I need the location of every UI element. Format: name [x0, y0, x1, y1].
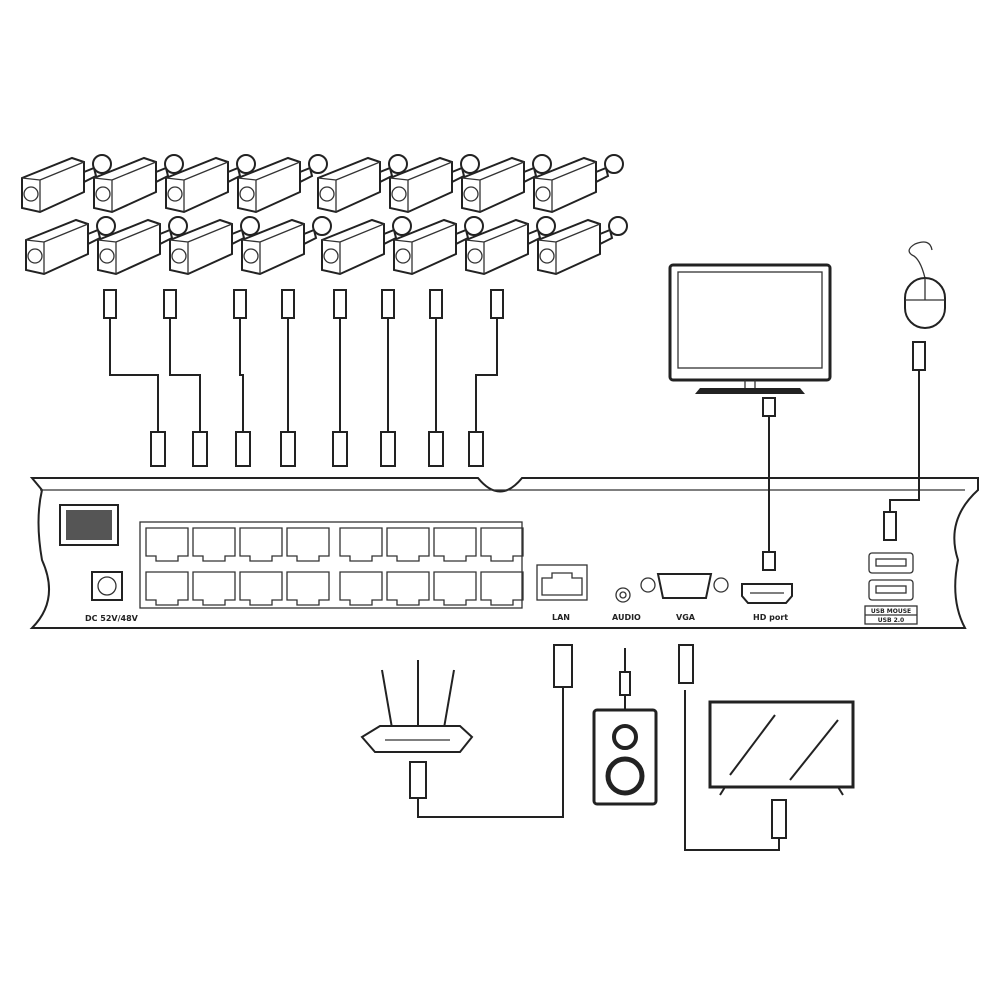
network-cable: [380, 289, 396, 467]
poe-port[interactable]: [339, 571, 383, 606]
power-label: DC 52V/48V: [85, 614, 139, 623]
poe-port[interactable]: [145, 527, 189, 562]
poe-port[interactable]: [192, 527, 236, 562]
poe-port[interactable]: [433, 571, 477, 606]
network-cable: [103, 289, 166, 467]
network-cable: [233, 289, 251, 467]
camera-icon: [97, 216, 188, 276]
lan-port[interactable]: [536, 564, 588, 601]
camera-cables: [103, 289, 504, 467]
camera-icon: [21, 154, 112, 214]
camera-icon: [393, 216, 484, 276]
poe-port[interactable]: [239, 571, 283, 606]
network-cable: [428, 289, 444, 467]
camera-icon: [537, 216, 628, 276]
nvr-rear-panel: DC 52V/48V LAN AUDIO VGA HD port USB MOU…: [29, 477, 979, 629]
hdmi-port[interactable]: [741, 583, 793, 604]
poe-port-bank: [145, 527, 524, 606]
camera-icon: [389, 154, 480, 214]
vga-port[interactable]: [640, 573, 729, 599]
vga-label: VGA: [676, 613, 696, 622]
network-cable: [163, 289, 208, 467]
camera-icon: [317, 154, 408, 214]
poe-port[interactable]: [145, 571, 189, 606]
audio-port[interactable]: [615, 587, 631, 603]
camera-icon: [461, 154, 552, 214]
poe-port[interactable]: [386, 571, 430, 606]
camera-icon: [321, 216, 412, 276]
lan-label: LAN: [552, 613, 570, 622]
poe-port[interactable]: [192, 571, 236, 606]
router-icon: [360, 644, 573, 818]
camera-icon: [237, 154, 328, 214]
camera-icon: [533, 154, 624, 214]
poe-port[interactable]: [480, 571, 524, 606]
poe-port[interactable]: [433, 527, 477, 562]
camera-icon: [465, 216, 556, 276]
poe-port[interactable]: [286, 571, 330, 606]
usb-label-2: USB 2.0: [878, 617, 904, 624]
network-cable: [468, 289, 504, 467]
tv-icon: [678, 644, 855, 851]
speaker-icon: [592, 648, 658, 806]
camera-icon: [165, 154, 256, 214]
monitor-icon: [668, 263, 832, 571]
camera-icon: [93, 154, 184, 214]
usb-ports[interactable]: [868, 552, 914, 601]
camera-icon: [25, 216, 116, 276]
camera-icon: [169, 216, 260, 276]
dc-power-jack: [91, 571, 123, 601]
poe-port[interactable]: [239, 527, 283, 562]
camera-array: [21, 154, 628, 276]
poe-port[interactable]: [339, 527, 383, 562]
camera-icon: [241, 216, 332, 276]
mouse-icon: [883, 241, 946, 541]
poe-port[interactable]: [286, 527, 330, 562]
audio-label: AUDIO: [612, 613, 641, 622]
network-cable: [332, 289, 348, 467]
usb-label-1: USB MOUSE: [871, 608, 911, 615]
poe-port[interactable]: [480, 527, 524, 562]
network-cable: [280, 289, 296, 467]
hd-port-label: HD port: [753, 613, 788, 622]
poe-port[interactable]: [386, 527, 430, 562]
